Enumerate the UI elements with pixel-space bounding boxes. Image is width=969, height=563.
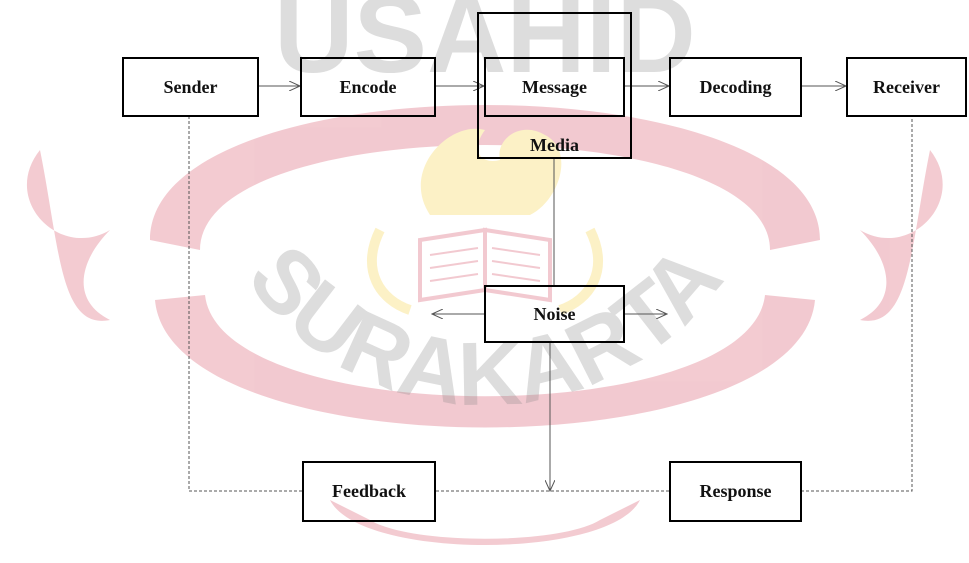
- dashed-response-receiver: [801, 116, 913, 492]
- node-message-label: Message: [522, 76, 587, 97]
- node-receiver-label: Receiver: [873, 76, 940, 97]
- node-sender-label: Sender: [163, 76, 218, 97]
- node-noise: Noise: [484, 285, 625, 343]
- node-noise-label: Noise: [533, 303, 576, 324]
- node-message: Message: [484, 57, 625, 117]
- node-media-label: Media: [530, 135, 579, 155]
- node-feedback: Feedback: [302, 461, 436, 522]
- node-sender: Sender: [122, 57, 259, 117]
- node-encode: Encode: [300, 57, 436, 117]
- node-media: Media: [477, 12, 632, 159]
- node-decoding: Decoding: [669, 57, 802, 117]
- node-receiver: Receiver: [846, 57, 967, 117]
- node-response-label: Response: [699, 481, 772, 501]
- node-encode-label: Encode: [339, 76, 397, 97]
- node-response: Response: [669, 461, 802, 522]
- node-decoding-label: Decoding: [699, 76, 772, 97]
- node-feedback-label: Feedback: [332, 481, 406, 501]
- dashed-sender-feedback: [188, 116, 302, 492]
